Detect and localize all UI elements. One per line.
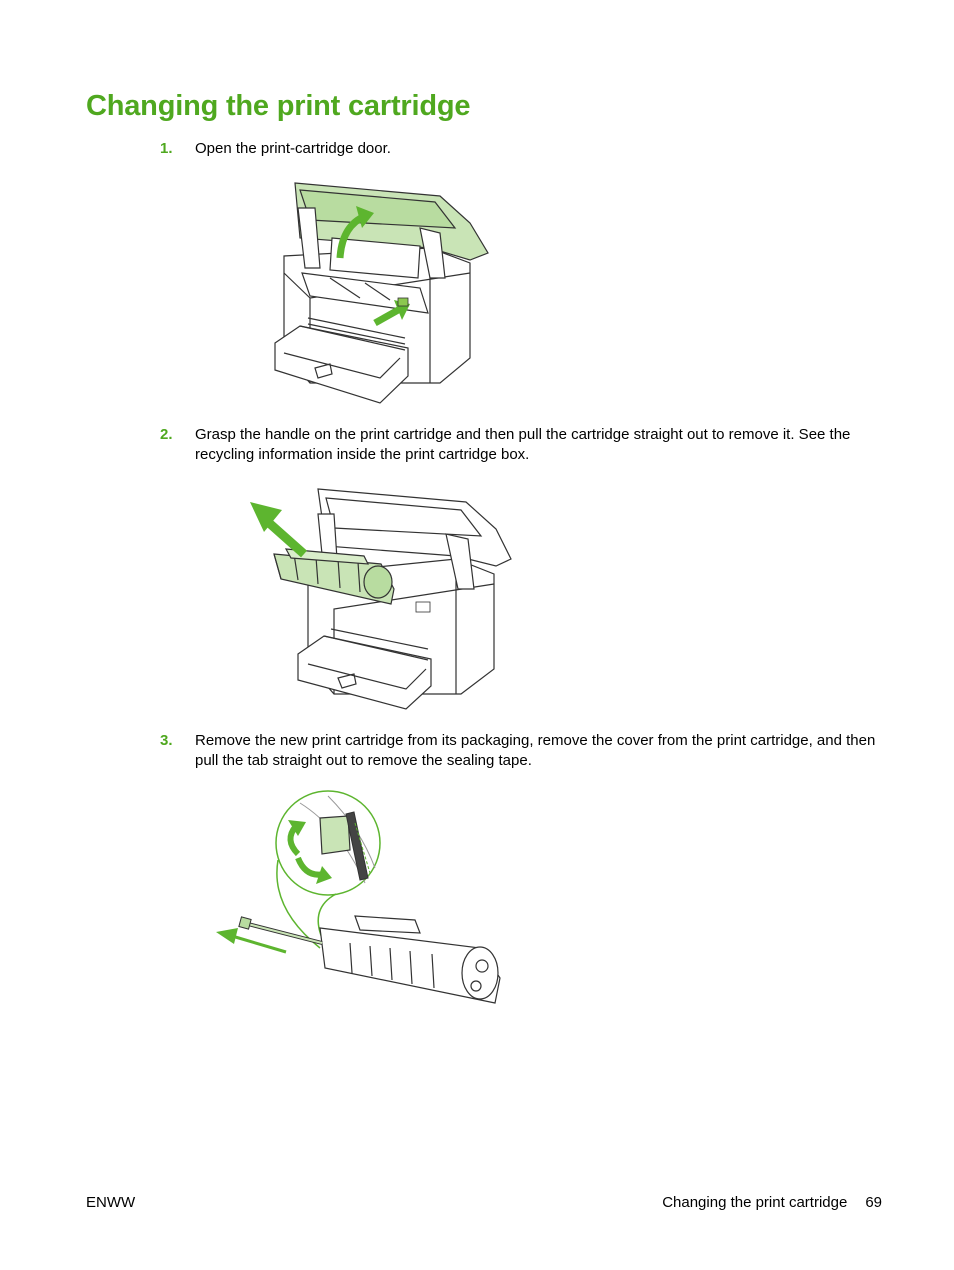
step-text: Grasp the handle on the print cartridge … xyxy=(195,426,851,463)
footer-section: Changing the print cartridge xyxy=(662,1194,848,1211)
step-text: Open the print-cartridge door. xyxy=(195,140,391,157)
footer-left: ENWW xyxy=(86,1194,136,1211)
step-number: 3. xyxy=(160,732,173,749)
page-number: 69 xyxy=(865,1194,882,1211)
printer-remove-cartridge-illustration xyxy=(246,484,516,714)
page-title: Changing the print cartridge xyxy=(86,90,471,122)
cartridge-sealing-tape-illustration xyxy=(210,788,510,1013)
step-number: 2. xyxy=(160,426,173,443)
footer-right: Changing the print cartridge 69 xyxy=(644,1193,882,1213)
printer-remove-cartridge-icon xyxy=(250,488,512,710)
printer-open-door-icon xyxy=(274,182,489,404)
step-number: 1. xyxy=(160,140,173,157)
cartridge-sealing-tape-icon xyxy=(216,790,501,1004)
printer-open-door-illustration xyxy=(270,178,495,408)
step-text: Remove the new print cartridge from its … xyxy=(195,732,876,769)
